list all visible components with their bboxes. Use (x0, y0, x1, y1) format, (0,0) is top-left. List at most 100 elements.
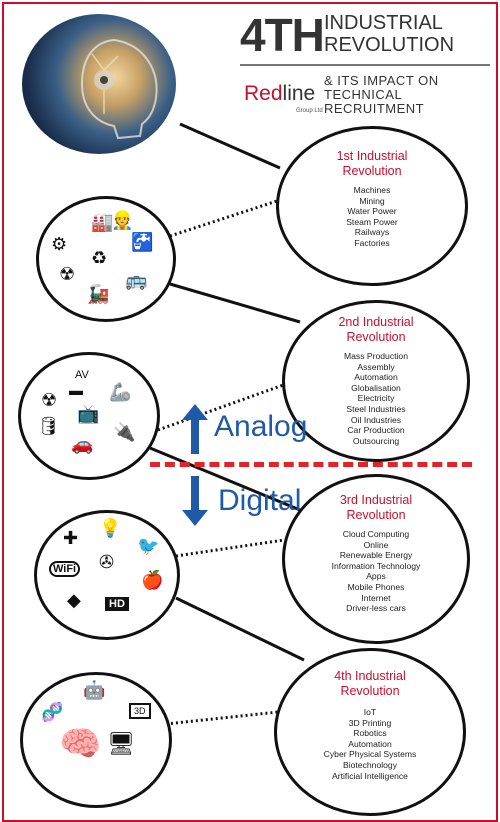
av-receiver-icon: ▬ (69, 382, 83, 398)
header-title: INDUSTRIAL REVOLUTION (324, 12, 454, 56)
power-plug-icon: 🔌 (113, 422, 136, 442)
water-tap-icon: 🚰 (131, 232, 154, 252)
revolution-title: 2nd Industrial Revolution (285, 315, 467, 345)
connector-line (149, 446, 301, 512)
revolution-item: Steel Industries (346, 403, 406, 414)
brand-part1: Red (244, 82, 283, 105)
revolution-item: Cyber Physical Systems (323, 749, 417, 760)
wifi-icon: WiFi (49, 561, 81, 577)
revolution-item: 3D Printing (348, 717, 392, 728)
revolution-item: Robotics (353, 728, 387, 739)
apple-icon: 🍎 (141, 570, 164, 590)
robot-arm-icon: 🦾 (109, 382, 132, 402)
revolution-items: Mass Production Assembly Automation Glob… (285, 351, 467, 446)
revolution-items: IoT 3D Printing Robotics Automation Cybe… (277, 707, 463, 781)
ai-head-image (22, 14, 176, 154)
robot-head-icon (80, 38, 158, 140)
water-wheel-icon: ⚙ (51, 234, 68, 254)
digital-label: Digital (218, 484, 302, 517)
revolution-title-line2: Revolution (346, 508, 406, 522)
revolution-circle-third: 3rd Industrial Revolution Cloud Computin… (282, 474, 470, 644)
revolution-item: Globalisation (351, 382, 401, 393)
computer-network-icon: 🖥 (107, 731, 135, 756)
twitter-icon: 🐦 (137, 536, 160, 556)
revolution-title-line2: Revolution (342, 164, 402, 178)
revolution-title-line1: 1st Industrial (336, 149, 408, 163)
revolution-item: Mining (359, 195, 385, 206)
revolution-item: IoT (363, 707, 377, 717)
3d-printer-icon: 3D (129, 703, 151, 719)
google-plus-icon: ✚ (63, 528, 79, 548)
revolution-item: Oil Industries (350, 414, 402, 425)
impact-line3: RECRUITMENT (324, 101, 425, 116)
revolution-item: Mobile Phones (347, 581, 405, 592)
revolution-item: Biotechnology (343, 759, 397, 770)
factory-icon: 🏭 (91, 212, 114, 232)
dna-icon: 🧬 (41, 702, 64, 722)
revolution-item: Renewable Energy (339, 550, 413, 561)
revolution-item: Outsourcing (352, 435, 400, 446)
revolution-title-line1: 4th Industrial (334, 669, 406, 683)
arrow-up-icon (182, 404, 208, 454)
revolution-title: 3rd Industrial Revolution (285, 493, 467, 523)
header-title-box: 4TH INDUSTRIAL REVOLUTION Redline Group … (238, 8, 492, 120)
revolution-item: Steam Power (346, 216, 398, 227)
television-icon: 📺 (77, 404, 100, 424)
revolution-item: Mass Production (343, 351, 408, 361)
dropbox-icon: ◆ (67, 590, 81, 610)
brand-logo: Redline (244, 82, 315, 106)
header-big-number: 4TH (240, 9, 325, 61)
brand-sub: Group Ltd (296, 108, 323, 114)
revolution-item: Water Power (347, 206, 397, 217)
revolution-item: Online (363, 539, 389, 550)
steam-train-icon: 🚂 (87, 284, 110, 304)
connector-dotted-line (175, 538, 285, 558)
revolution-item: Factories (354, 237, 390, 248)
brand-part2: line (282, 82, 316, 105)
revolution-item: Railways (354, 227, 390, 238)
revolution-item: Automation (354, 372, 398, 383)
analog-label: Analog (214, 410, 308, 443)
arrow-down-icon (182, 476, 208, 526)
analog-digital-divider (150, 462, 472, 467)
hazard-icon: ☢ (59, 264, 76, 284)
revolution-circle-second: 2nd Industrial Revolution Mass Productio… (282, 300, 470, 462)
robot-badge-icon: 🤖 (83, 680, 106, 700)
revolution-circle-fourth: 4th Industrial Revolution IoT 3D Printin… (274, 648, 466, 816)
revolution-item: Car Production (347, 425, 405, 436)
recycling-icon: ♻ (91, 248, 108, 268)
bus-icon: 🚌 (125, 270, 148, 290)
revolution-title-line1: 2nd Industrial (338, 315, 414, 329)
header-title-line2: REVOLUTION (324, 34, 455, 56)
icon-circle-second: AV ▬ ☢ 🦾 📺 🛢 🔌 🚗 (18, 352, 160, 480)
impact-line2: TECHNICAL (324, 87, 403, 102)
connector-dotted-line (169, 198, 281, 238)
connector-dotted-line (165, 710, 279, 726)
revolution-items: Cloud Computing Online Renewable Energy … (285, 529, 467, 614)
connector-line (169, 282, 301, 324)
icon-circle-first: ⚙ 🏭 👷 🚰 ♻ ☢ 🚂 🚌 (36, 196, 176, 322)
revolution-title-line2: Revolution (340, 684, 400, 698)
connector-line (179, 122, 281, 170)
worker-icon: 👷 (111, 210, 134, 230)
revolution-title-line1: 3rd Industrial (339, 493, 413, 507)
revolution-item: Information Technology (331, 560, 421, 571)
icon-circle-fourth: 🤖 🧬 3D 🧠 🖥 (20, 672, 172, 808)
revolution-circle-first: 1st Industrial Revolution Machines Minin… (276, 126, 468, 286)
revolution-title: 4th Industrial Revolution (277, 669, 463, 699)
revolution-item: Internet (361, 592, 391, 603)
revolution-title-line2: Revolution (346, 330, 406, 344)
impact-line1: & ITS IMPACT ON (324, 73, 439, 88)
revolution-item: Machines (353, 185, 391, 195)
header-divider (240, 64, 490, 66)
revolution-title: 1st Industrial Revolution (279, 149, 465, 179)
icon-circle-third: ✚ 💡 🐦 ✇ WiFi 🍎 ◆ HD (34, 510, 180, 640)
revolution-item: Automation (348, 738, 392, 749)
revolution-items: Machines Mining Water Power Steam Power … (279, 185, 465, 249)
header-title-line1: INDUSTRIAL (324, 12, 443, 34)
revolution-item: Artificial Intelligence (332, 770, 408, 781)
car-icon: 🚗 (71, 434, 94, 454)
revolution-item: Apps (366, 571, 386, 582)
connector-line (175, 596, 305, 662)
